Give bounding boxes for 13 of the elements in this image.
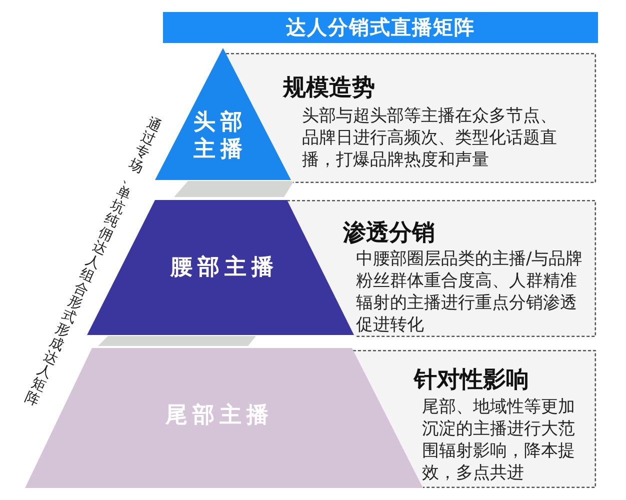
title-banner: 达人分销式直播矩阵 [163, 12, 598, 43]
description-text: 头部与超头部等主播在众多节点、品牌日进行高频次、类型化话题直播，打爆品牌热度和声量 [302, 105, 558, 171]
tier-label: 腰部主播 [169, 254, 280, 281]
side-caption: 通过专场、单坑纯佣达人组合形式形成达人矩阵 [22, 114, 164, 410]
tier-label: 尾部主播 [164, 402, 274, 429]
section-heading: 渗透分销 [343, 219, 435, 247]
description-text: 中腰部圈层品类的主播/与品牌粉丝群体重合度高、人群精准辐射的主播进行重点分销渗透促进转化 [356, 248, 584, 336]
description-text: 尾部、地域性等更加沉淀的主播进行大范围辐射影响，降本提效，多点共进 [422, 396, 576, 484]
section-heading: 规模造势 [283, 74, 375, 102]
section-heading: 针对性影响 [414, 366, 529, 394]
description-box [287, 200, 596, 337]
tier-label: 头部主播 [192, 109, 248, 163]
description-box [353, 350, 596, 488]
